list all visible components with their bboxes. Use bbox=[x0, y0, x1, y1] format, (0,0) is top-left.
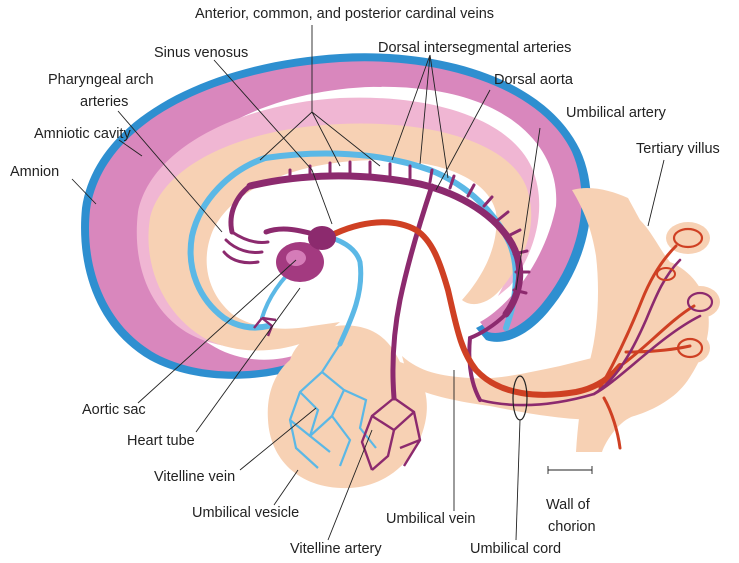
label-heart-tube: Heart tube bbox=[127, 433, 195, 449]
label-pharyngeal-arch-line1: Pharyngeal arch bbox=[48, 72, 154, 88]
chorion-bracket bbox=[548, 466, 592, 474]
label-dorsal-aorta: Dorsal aorta bbox=[494, 72, 574, 88]
label-vitelline-artery: Vitelline artery bbox=[290, 541, 382, 557]
label-vitelline-vein: Vitelline vein bbox=[154, 469, 235, 485]
label-amniotic-cavity: Amniotic cavity bbox=[34, 126, 131, 142]
label-amnion: Amnion bbox=[10, 164, 59, 180]
pharyngeal-arch-arteries bbox=[224, 232, 268, 263]
embryo-body bbox=[148, 124, 531, 351]
label-umbilical-vesicle: Umbilical vesicle bbox=[192, 505, 299, 521]
label-umbilical-artery: Umbilical artery bbox=[566, 105, 667, 121]
label-pharyngeal-arch-line2: arteries bbox=[80, 94, 128, 110]
label-umbilical-cord: Umbilical cord bbox=[470, 541, 561, 557]
label-aortic-sac: Aortic sac bbox=[82, 402, 146, 418]
label-umbilical-vein: Umbilical vein bbox=[386, 511, 475, 527]
label-dorsal-intersegmental-arteries: Dorsal intersegmental arteries bbox=[378, 40, 571, 56]
label-wall-of-chorion-line2: chorion bbox=[548, 519, 596, 535]
label-tertiary-villus: Tertiary villus bbox=[636, 141, 720, 157]
label-cardinal-veins: Anterior, common, and posterior cardinal… bbox=[195, 6, 494, 22]
label-sinus-venosus: Sinus venosus bbox=[154, 45, 248, 61]
umbilical-vesicle-shape bbox=[268, 325, 427, 488]
label-wall-of-chorion-line1: Wall of bbox=[546, 497, 591, 513]
